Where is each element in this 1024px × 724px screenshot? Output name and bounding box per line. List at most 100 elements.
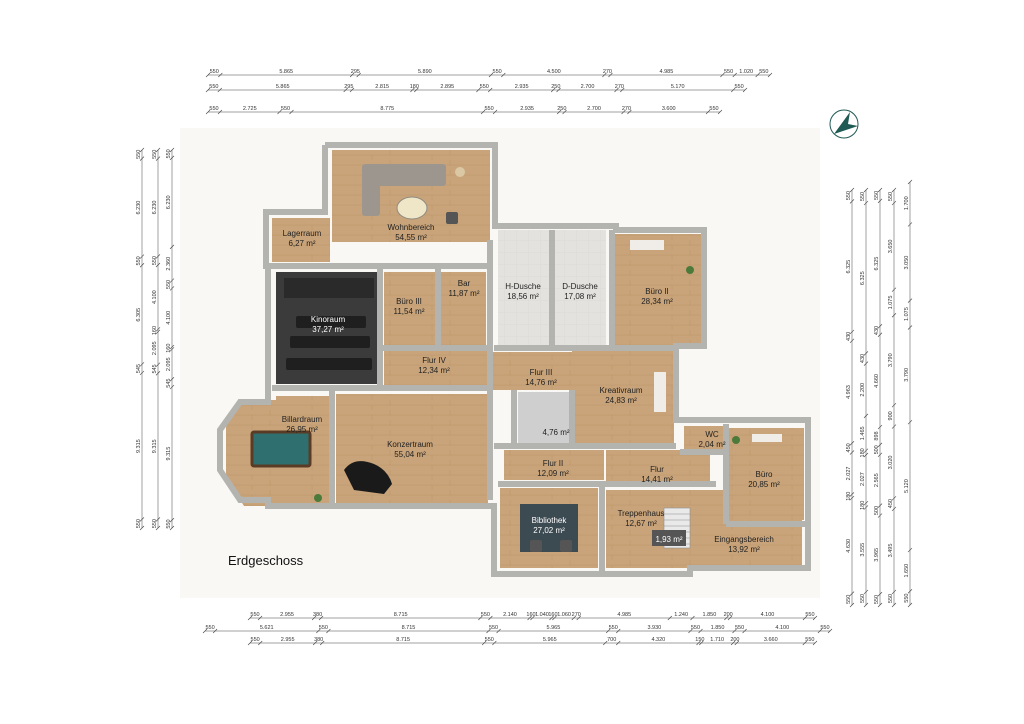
dimension-label: 2.935 <box>520 106 534 112</box>
label-konzertraum: Konzertraum <box>387 440 433 449</box>
dimension-label: 1.075 <box>888 296 894 310</box>
dimension-tick <box>877 591 883 597</box>
floor-flur2 <box>504 450 604 480</box>
dimension-label: 545 <box>166 379 172 388</box>
dimension-tick <box>849 199 855 204</box>
dimension-tick <box>155 254 161 259</box>
dimension-tick <box>616 628 621 634</box>
dimension-label: 4.100 <box>775 625 789 631</box>
dimension-tick <box>486 628 491 634</box>
dimension-label: 430 <box>874 326 880 335</box>
area-abstell: 4,76 m² <box>542 428 569 437</box>
dimension-tick <box>877 424 883 430</box>
dimension-label: 900 <box>888 411 894 420</box>
dimension-label: 3.495 <box>888 544 894 558</box>
dimension-tick <box>767 72 773 78</box>
dimension-label: 3.790 <box>904 368 910 382</box>
dimension-label: 5.890 <box>418 69 432 75</box>
work-table <box>654 372 666 412</box>
label-hdusche: H-Dusche <box>505 282 541 291</box>
dimension-tick <box>311 615 317 621</box>
dimension-label: 295 <box>351 69 360 75</box>
dimension-label: 6.230 <box>136 201 142 215</box>
dimension-label: 2.700 <box>587 106 601 112</box>
desk-buero2 <box>630 240 664 250</box>
label-ddusche: D-Dusche <box>562 282 598 291</box>
dimension-label: 4.320 <box>651 637 665 643</box>
area-billardraum: 26,95 m² <box>286 425 318 434</box>
dimension-label: 700 <box>607 637 616 643</box>
dimension-tick <box>169 525 175 531</box>
cinema-row-3 <box>286 358 372 370</box>
dimension-tick <box>877 442 883 448</box>
floor-abstell <box>518 392 570 444</box>
dimension-tick <box>907 602 913 608</box>
dimension-label: 5.170 <box>671 84 685 90</box>
dimension-tick <box>891 424 897 429</box>
outer-wall <box>217 142 811 577</box>
dimension-label: 1.850 <box>703 612 717 618</box>
dimension-tick <box>755 72 760 78</box>
label-lagerraum: Lagerraum <box>283 229 322 238</box>
dimension-label: 550 <box>805 637 814 643</box>
dimension-tick <box>326 628 331 634</box>
dimension-label: 4.660 <box>874 374 880 388</box>
dimension-label: 9.315 <box>152 439 158 453</box>
dimension-label: 550 <box>136 150 142 159</box>
dimension-label: 4.100 <box>152 290 158 304</box>
dimension-tick <box>602 72 607 78</box>
dimension-tick <box>891 200 897 206</box>
area-buero: 20,85 m² <box>748 480 780 489</box>
floor-eingangsbereich <box>692 490 802 568</box>
dimension-tick <box>169 347 175 352</box>
dimension-tick <box>218 72 223 78</box>
dimension-label: 550 <box>136 519 142 528</box>
compass-ring <box>829 109 859 139</box>
floor-flur4 <box>384 350 490 386</box>
dimension-tick <box>356 72 361 78</box>
dimension-label: 550 <box>724 69 733 75</box>
dimension-tick <box>247 615 253 621</box>
plant-1 <box>686 266 694 274</box>
dimension-tick <box>571 615 576 621</box>
dimension-tick <box>720 72 725 78</box>
dimension-label: 550 <box>709 106 718 112</box>
dimension-label: 1.710 <box>710 637 724 643</box>
dimension-label: 550 <box>820 625 829 631</box>
dimension-label: 2.360 <box>166 257 172 271</box>
dimension-tick <box>155 371 161 376</box>
dimension-tick <box>863 413 869 419</box>
dimension-label: 1.020 <box>739 69 753 75</box>
dimension-label: 550 <box>888 192 894 201</box>
area-kinoraum: 37,27 m² <box>312 325 344 334</box>
dimension-label: 550 <box>904 594 910 603</box>
furniture <box>250 164 782 552</box>
area-stair-small: 1,93 m² <box>655 535 682 544</box>
dimension-tick <box>496 628 501 634</box>
dimension-tick <box>849 591 855 596</box>
dimension-tick <box>827 628 833 634</box>
area-bibliothek: 27,02 m² <box>533 526 565 535</box>
area-flur4: 12,34 m² <box>418 366 450 375</box>
dimension-label: 2.565 <box>874 473 880 487</box>
dimension-label: 270 <box>622 106 631 112</box>
dimension-label: 550 <box>860 594 866 603</box>
dimension-label: 150 <box>695 637 704 643</box>
dimension-tick <box>212 628 218 634</box>
dimension-label: 6.325 <box>846 260 852 274</box>
stair-storage <box>652 530 686 546</box>
dimension-label: 1.240 <box>674 612 688 618</box>
dimension-label: 550 <box>691 625 700 631</box>
dimension-label: 4.963 <box>846 385 852 399</box>
dimension-label: 200 <box>730 637 739 643</box>
cinema-row-2 <box>290 336 370 348</box>
dimension-tick <box>139 147 145 153</box>
dimension-tick <box>605 628 611 634</box>
dimension-label: 550 <box>166 519 172 528</box>
dimension-label: 8.715 <box>394 612 408 618</box>
dimension-tick <box>849 338 855 343</box>
dimension-label: 6.325 <box>874 257 880 271</box>
dimension-tick <box>907 547 913 553</box>
dimension-label: 270 <box>615 84 624 90</box>
dimension-label: 4.100 <box>761 612 775 618</box>
